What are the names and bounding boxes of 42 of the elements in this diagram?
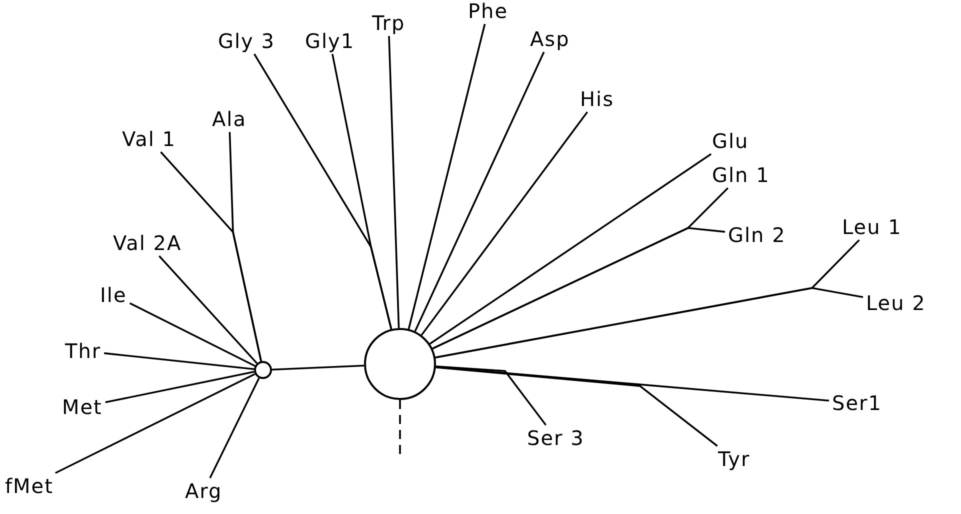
branch-line xyxy=(436,366,547,426)
branch-line xyxy=(429,153,712,345)
leaf-label: Tyr xyxy=(718,448,750,470)
leaf-label: Leu 1 xyxy=(842,216,902,238)
leaf-label: Gly1 xyxy=(305,30,355,52)
branch-line xyxy=(388,36,400,328)
branch-line xyxy=(209,378,260,478)
leaf-label: Asp xyxy=(530,28,570,50)
leaf-label: Ala xyxy=(212,108,246,130)
branch-line xyxy=(420,111,588,336)
leaf-label: Val 1 xyxy=(122,128,176,150)
leaf-label: Ile xyxy=(100,284,127,306)
leaf-label: Phe xyxy=(468,0,508,22)
branch-line xyxy=(104,352,254,370)
leaf-label: Ser1 xyxy=(832,392,882,414)
leaf-label: Thr xyxy=(65,340,102,362)
leaf-label: Arg xyxy=(185,480,222,502)
leaf-label: Trp xyxy=(372,12,406,34)
branch-line xyxy=(408,24,486,330)
leaf-label: Gln 2 xyxy=(728,224,786,246)
leaf-label: His xyxy=(580,88,614,110)
leaf-label: Gln 1 xyxy=(712,164,770,186)
node-circle xyxy=(254,361,272,379)
branch-line xyxy=(228,132,262,362)
branch-line xyxy=(158,255,258,364)
branch-line xyxy=(436,366,718,447)
branch-line xyxy=(105,370,254,404)
branch-line xyxy=(272,364,364,370)
branch-line xyxy=(432,227,726,350)
branch-line xyxy=(435,287,864,358)
branch-line xyxy=(55,373,256,474)
branch-line xyxy=(414,52,545,332)
leaf-label: Glu xyxy=(712,130,749,152)
leaf-label: Ser 3 xyxy=(527,427,584,449)
leaf-label: Met xyxy=(62,396,102,418)
branch-line xyxy=(332,54,392,330)
branch-line xyxy=(129,302,256,367)
leaf-label: Val 2A xyxy=(113,232,182,254)
dashed-branch-line xyxy=(399,400,401,455)
leaf-label: fMet xyxy=(5,475,54,497)
leaf-label: Gly 3 xyxy=(218,30,275,52)
leaf-label: Leu 2 xyxy=(866,292,926,314)
